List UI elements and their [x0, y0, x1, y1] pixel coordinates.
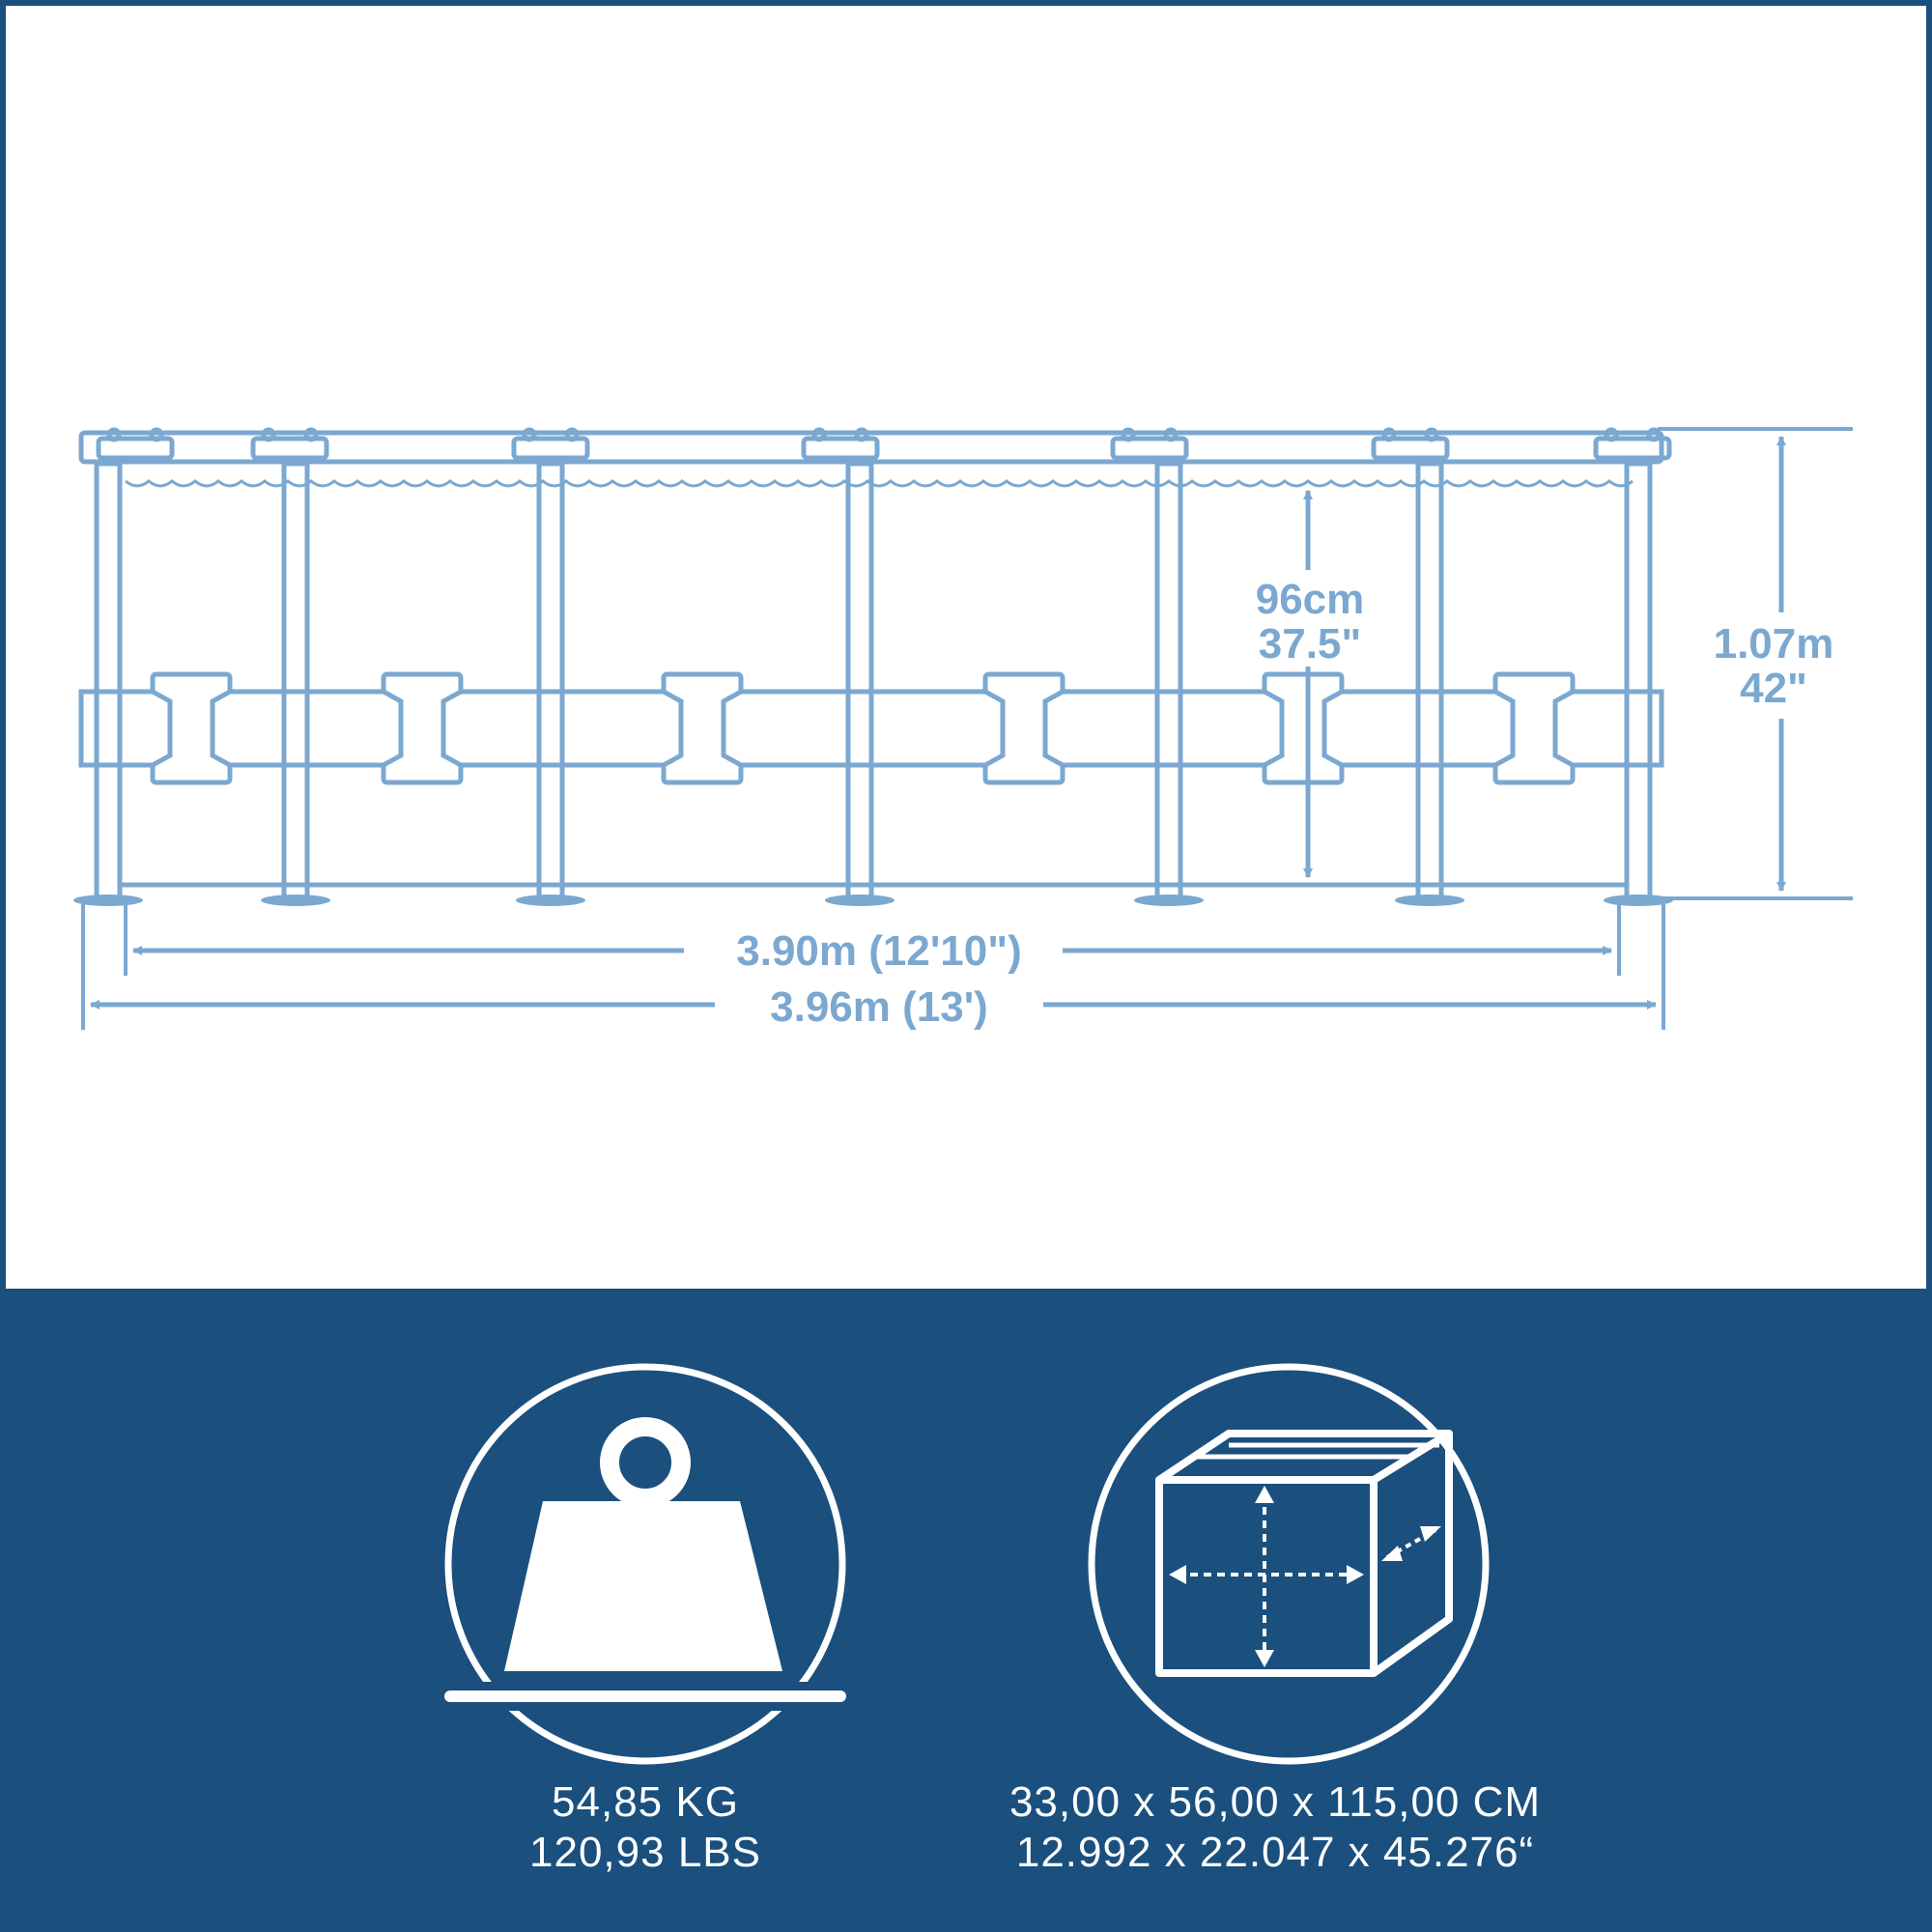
- frame-leg: [1415, 461, 1444, 903]
- rail-bolt: [149, 427, 164, 442]
- frame-leg: [845, 461, 874, 903]
- rail-bolt: [1424, 427, 1439, 442]
- frame-leg: [281, 461, 310, 903]
- water-line: [125, 479, 1634, 488]
- leg-foot-base: [1134, 895, 1204, 906]
- water-depth-label: 96cm 37.5": [1233, 578, 1387, 667]
- belt-clip: [150, 671, 233, 785]
- belt-clip: [982, 671, 1065, 785]
- spec-band: 54,85 KG 120,93 LBS 33,00 x 56,00 x 115,…: [0, 1289, 1932, 1932]
- package-cm: 33,00 x 56,00 x 115,00 CM: [1009, 1778, 1542, 1826]
- frame-leg: [94, 461, 123, 903]
- outer-width-label: 3.96m (13'): [715, 985, 1043, 1030]
- rail-bolt: [564, 427, 580, 442]
- rail-bolt: [1381, 427, 1397, 442]
- rail-bolt: [854, 427, 869, 442]
- rail-bolt: [106, 427, 122, 442]
- package-spec: 33,00 x 56,00 x 115,00 CM 12.992 x 22.04…: [937, 1777, 1613, 1878]
- rail-bolt: [1646, 427, 1662, 442]
- rail-bolt: [1121, 427, 1136, 442]
- belt-clip: [381, 671, 464, 785]
- water-depth-in: 37.5": [1258, 620, 1362, 668]
- total-height-label: 1.07m 42": [1696, 622, 1851, 711]
- rail-connector: [801, 436, 880, 461]
- rail-connector: [511, 436, 590, 461]
- rail-connector: [250, 436, 329, 461]
- pool-diagram: 96cm 37.5" 1.07m 42" 3.90m (12'10") 3.96…: [6, 6, 1926, 1289]
- package-inches: 12.992 x 22.047 x 45.276“: [1015, 1829, 1535, 1876]
- belt-clip: [1492, 671, 1576, 785]
- belt-clip: [1262, 671, 1345, 785]
- box-dimensions-icon: [1088, 1338, 1504, 1765]
- belt-clip: [661, 671, 744, 785]
- leg-foot-base: [825, 895, 895, 906]
- leg-foot-base: [1395, 895, 1464, 906]
- water-depth-cm: 96cm: [1255, 576, 1365, 623]
- leg-foot-base: [516, 895, 585, 906]
- frame-leg: [536, 461, 565, 903]
- pool-frame-drawing: [73, 427, 1853, 1030]
- rail-bolt: [303, 427, 319, 442]
- pool-side-view: [73, 427, 1673, 906]
- rail-connector: [1110, 436, 1189, 461]
- total-height-m: 1.07m: [1713, 620, 1834, 668]
- rail-bolt: [1604, 427, 1619, 442]
- weight-spec: 54,85 KG 120,93 LBS: [452, 1777, 838, 1878]
- rail-connector: [96, 436, 175, 461]
- weight-lbs: 120,93 LBS: [529, 1829, 761, 1876]
- weight-icon: [444, 1363, 846, 1765]
- total-height-in: 42": [1740, 665, 1807, 712]
- frame-leg: [1624, 461, 1653, 903]
- rail-bolt: [1163, 427, 1179, 442]
- frame-leg: [1154, 461, 1183, 903]
- weight-kg: 54,85 KG: [552, 1778, 739, 1826]
- support-belt: [78, 689, 1664, 768]
- inner-width-label: 3.90m (12'10"): [696, 929, 1063, 974]
- dimension-lines: [81, 427, 1853, 1030]
- leg-foot-base: [1604, 895, 1673, 906]
- rail-bolt: [811, 427, 827, 442]
- rail-connector: [1593, 436, 1672, 461]
- rail-connector: [1371, 436, 1450, 461]
- leg-foot-base: [261, 895, 330, 906]
- leg-foot-base: [73, 895, 143, 906]
- rail-bolt: [522, 427, 537, 442]
- rail-bolt: [261, 427, 276, 442]
